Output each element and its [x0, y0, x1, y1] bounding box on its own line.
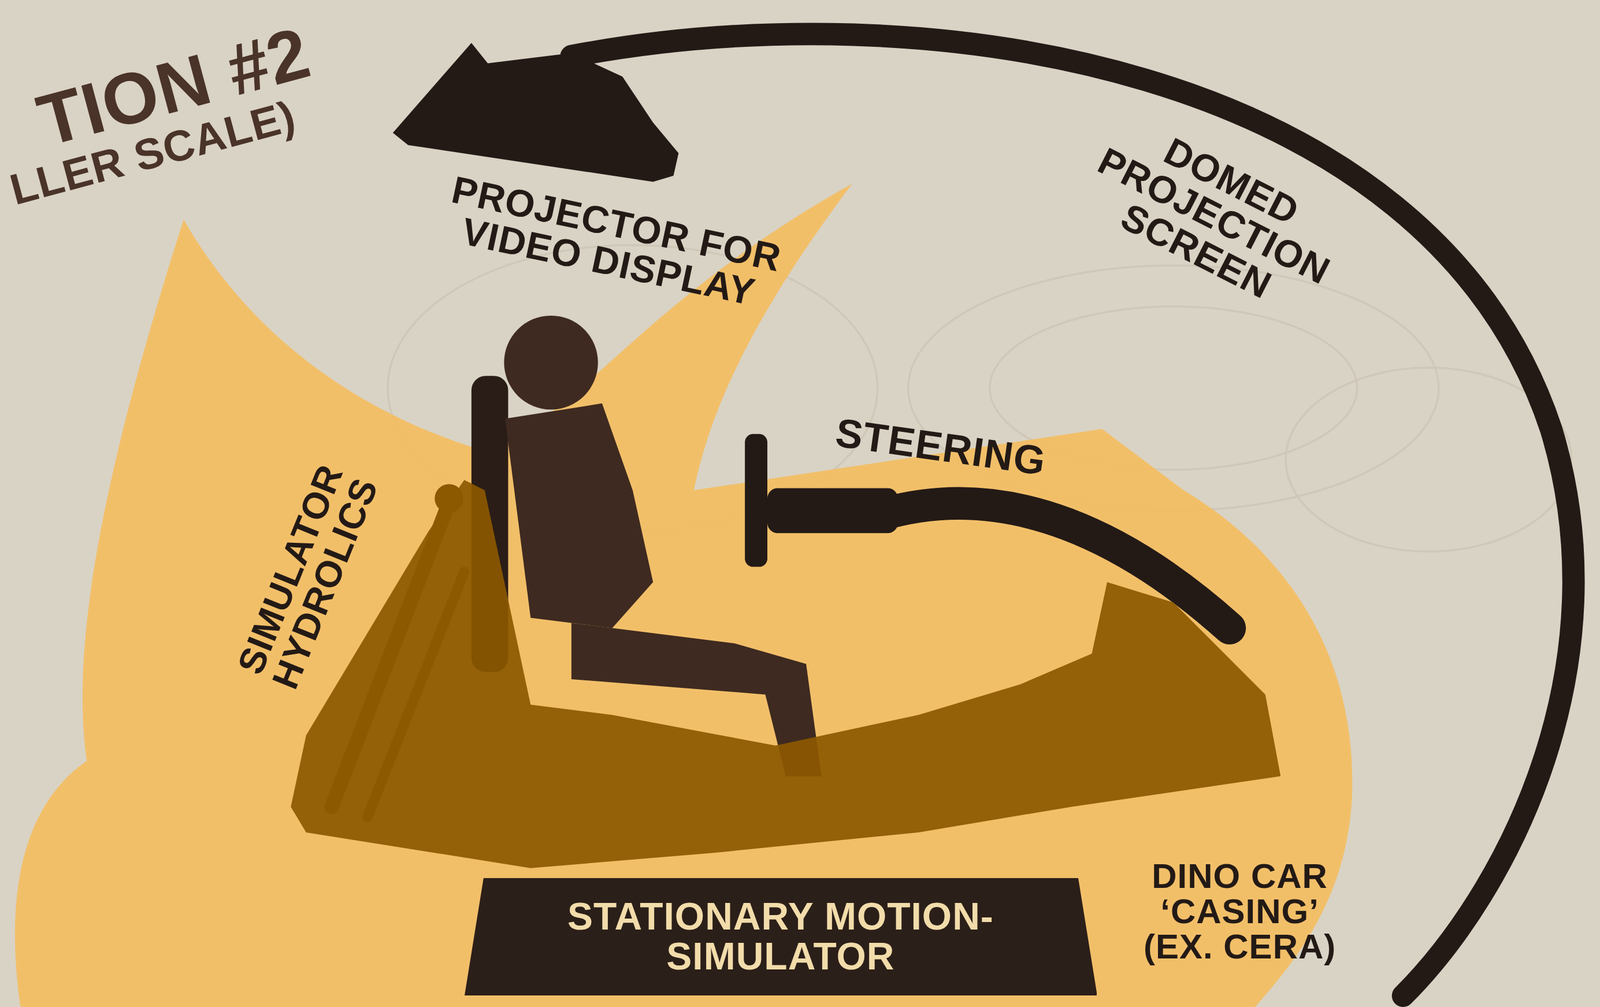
node-text: STATIONARY MOTION-SIMULATOR — [514, 896, 1047, 977]
car-chassis — [290, 479, 1281, 868]
driver-head — [503, 315, 598, 410]
base-trapezoid — [464, 877, 1098, 996]
driver-body — [505, 403, 653, 629]
hydraulic-strut — [367, 571, 465, 817]
motion-simulator-base: STATIONARY MOTION-SIMULATOR — [464, 877, 1098, 996]
part-label: PROJECTOR FOR VIDEO DISPLAY — [400, 161, 824, 324]
part-label: DOMED PROJECTION SCREEN — [1043, 90, 1386, 342]
hydraulic-joint — [434, 483, 463, 512]
steering-wheel — [744, 433, 768, 567]
dino-car-casing — [15, 183, 1353, 1007]
projector — [392, 42, 679, 182]
part-label: DINO CAR ‘CASING’ (EX. CERA) — [1130, 858, 1350, 965]
